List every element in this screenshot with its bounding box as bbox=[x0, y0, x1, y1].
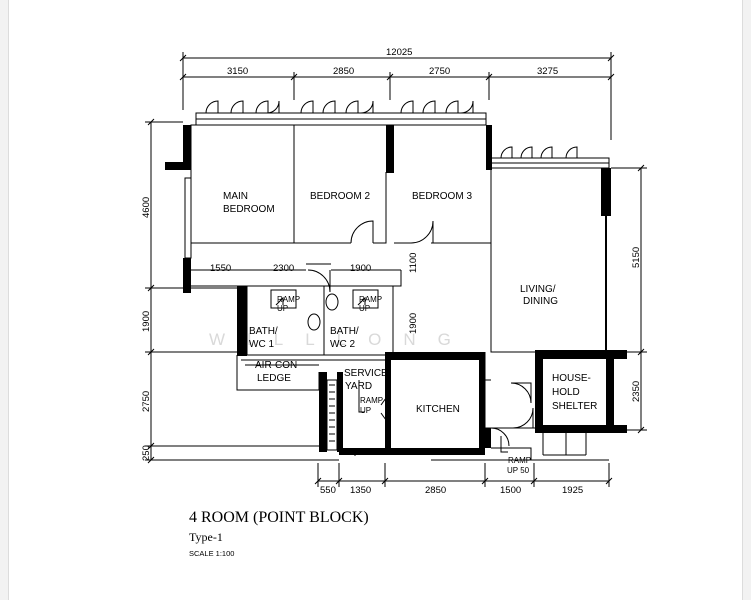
room-label-living-1: LIVING/ bbox=[520, 284, 556, 295]
dim-inner-2: 2300 bbox=[273, 263, 294, 274]
room-label-bedroom-2: BEDROOM 2 bbox=[310, 191, 370, 202]
room-label-kitchen: KITCHEN bbox=[416, 404, 460, 415]
ramp-label: RAMP bbox=[277, 295, 300, 304]
ramp-up-label: UP bbox=[277, 304, 288, 313]
room-label-main-bedroom-1: MAIN bbox=[223, 191, 248, 202]
room-label-bath2-2: WC 2 bbox=[330, 339, 355, 350]
room-label-service-2: YARD bbox=[345, 381, 372, 392]
dim-left-1: 4600 bbox=[141, 197, 152, 218]
ramp-up-label: UP bbox=[359, 304, 370, 313]
room-label-aircon-2: LEDGE bbox=[257, 373, 291, 384]
ramp-up-label: UP bbox=[360, 406, 371, 415]
dim-left-2: 1900 bbox=[141, 311, 152, 332]
room-label-bedroom-3: BEDROOM 3 bbox=[412, 191, 472, 202]
dimension-labels: 12025 3150 2850 2750 3275 550 1350 2850 … bbox=[141, 47, 642, 496]
partitions bbox=[190, 124, 587, 460]
dim-inner-v1: 1100 bbox=[408, 253, 419, 273]
dim-top-4: 3275 bbox=[537, 66, 558, 77]
dim-bottom-4: 1500 bbox=[500, 485, 521, 496]
dim-bottom-3: 2850 bbox=[425, 485, 446, 496]
room-label-shelter-3: SHELTER bbox=[552, 401, 597, 412]
room-label-bath1-1: BATH/ bbox=[249, 326, 278, 337]
room-label-bath1-2: WC 1 bbox=[249, 339, 274, 350]
ramp-label: RAMP bbox=[359, 295, 382, 304]
room-labels: MAIN BEDROOM BEDROOM 2 BEDROOM 3 LIVING/… bbox=[223, 191, 597, 415]
drawing-sheet: WILLLONG bbox=[8, 0, 743, 600]
dim-left-4: 250 bbox=[141, 445, 152, 461]
room-label-service-1: SERVICE bbox=[344, 368, 388, 379]
dim-top-3: 2750 bbox=[429, 66, 450, 77]
windows bbox=[184, 100, 610, 259]
dim-top-2: 2850 bbox=[333, 66, 354, 77]
room-label-shelter-2: HOLD bbox=[552, 387, 580, 398]
dim-left-3: 2750 bbox=[141, 391, 152, 412]
room-label-bath2-1: BATH/ bbox=[330, 326, 359, 337]
ramp-labels: RAMP UP RAMP UP RAMP UP RAMP UP 50 bbox=[277, 295, 531, 475]
room-label-living-2: DINING bbox=[523, 296, 558, 307]
ramp-up-50-label: UP 50 bbox=[507, 466, 530, 475]
dim-top-1: 3150 bbox=[227, 66, 248, 77]
plan-type: Type-1 bbox=[189, 530, 223, 544]
room-label-shelter-1: HOUSE- bbox=[552, 373, 591, 384]
plan-scale: SCALE 1:100 bbox=[189, 549, 235, 558]
dimension-lines bbox=[145, 52, 647, 487]
room-label-main-bedroom-2: BEDROOM bbox=[223, 204, 275, 215]
plan-title: 4 ROOM (POINT BLOCK) bbox=[189, 509, 369, 526]
dim-inner-1: 1550 bbox=[210, 263, 231, 274]
ramp-label: RAMP bbox=[508, 456, 531, 465]
ramp-label: RAMP bbox=[360, 396, 383, 405]
dim-inner-3: 1900 bbox=[350, 263, 371, 274]
watermark: WILLLONG bbox=[209, 330, 473, 349]
walls bbox=[165, 125, 627, 455]
room-label-aircon-1: AIR-CON bbox=[255, 360, 297, 371]
floor-plan: WILLLONG bbox=[141, 47, 647, 496]
dim-inner-v2: 1900 bbox=[408, 313, 419, 334]
dim-bottom-2: 1350 bbox=[350, 485, 371, 496]
dim-bottom-5: 1925 bbox=[562, 485, 583, 496]
dim-right-2: 2350 bbox=[631, 381, 642, 402]
dim-bottom-1: 550 bbox=[320, 485, 336, 496]
dim-overall: 12025 bbox=[386, 47, 412, 58]
dim-right-1: 5150 bbox=[631, 247, 642, 268]
